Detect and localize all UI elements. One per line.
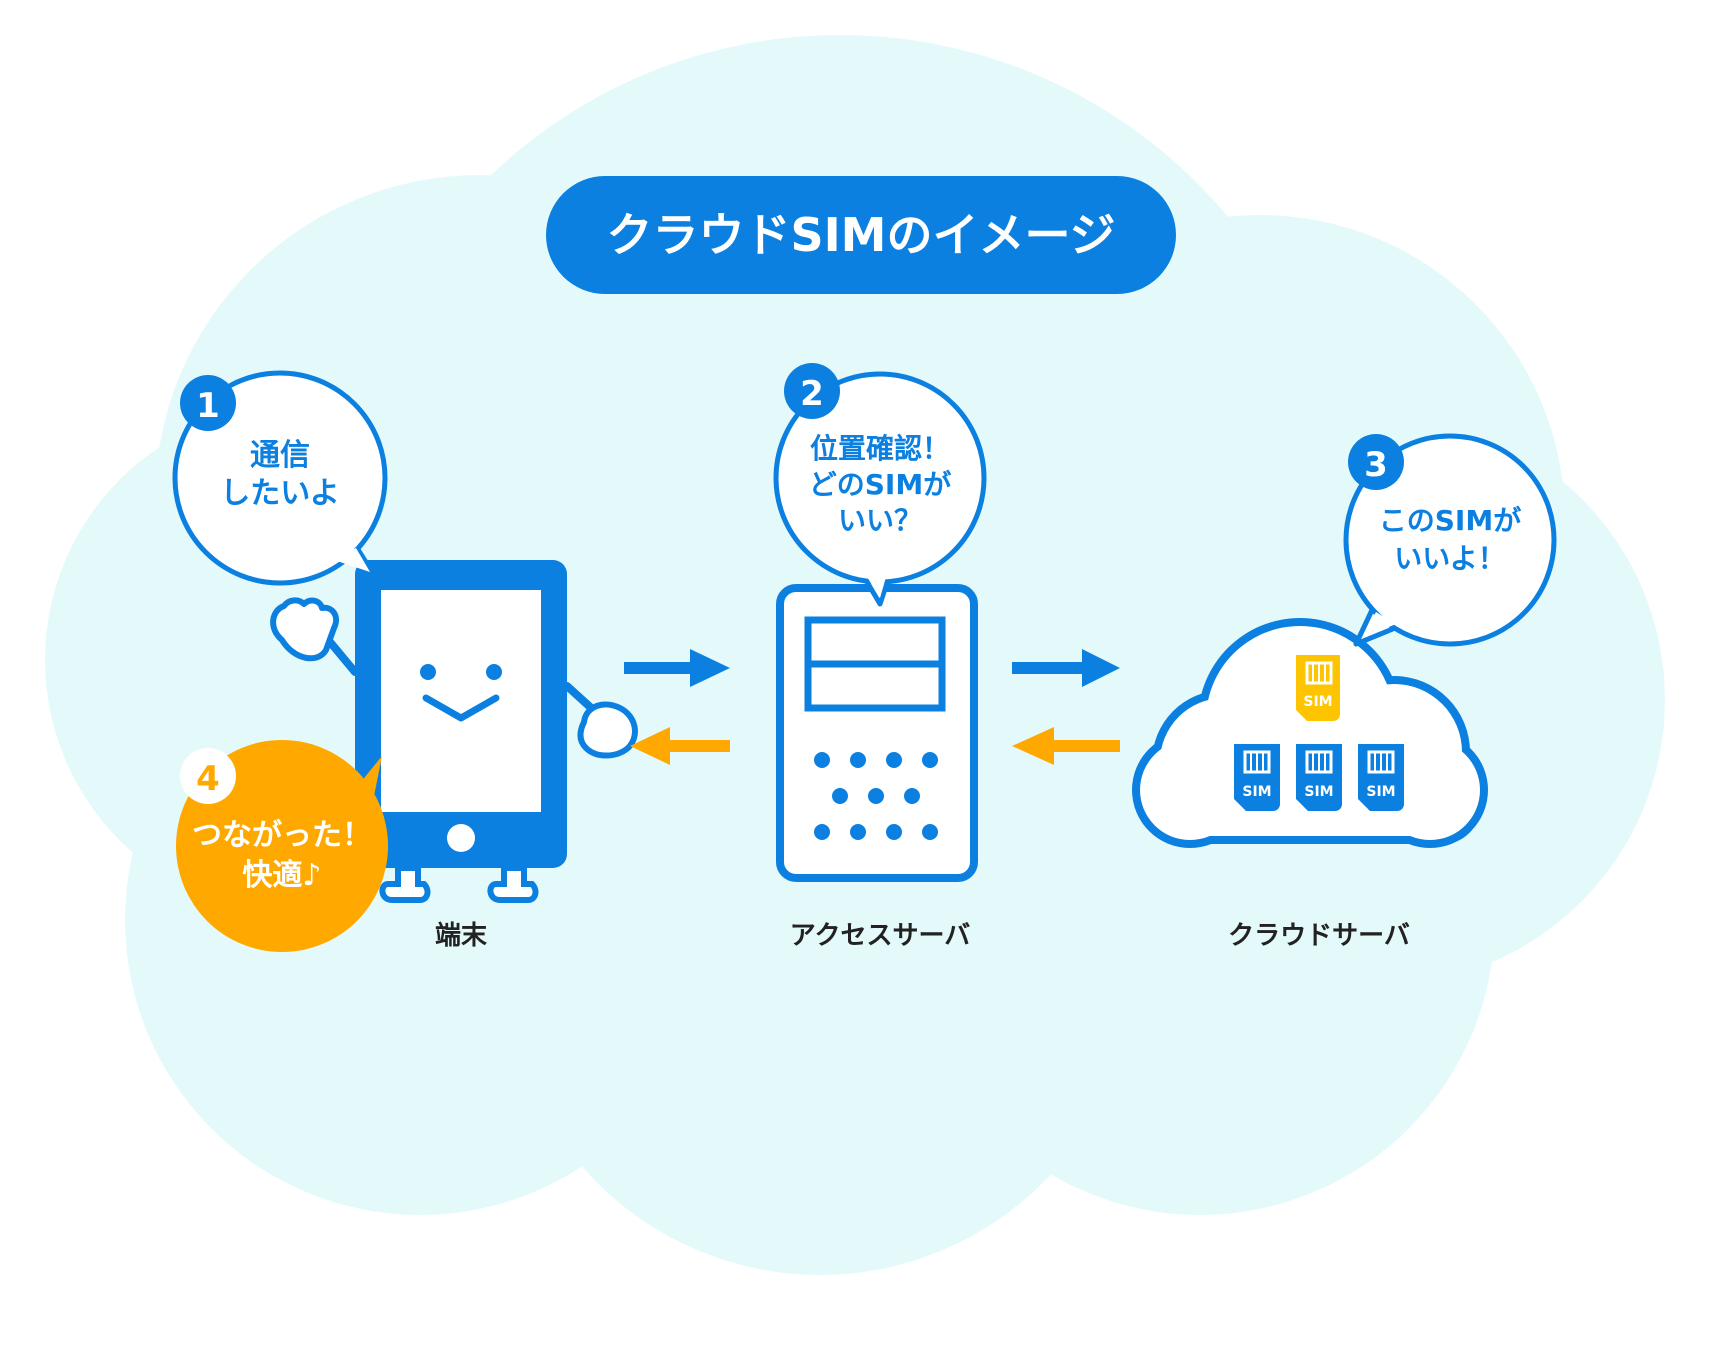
sim-card-icon: SIM bbox=[1358, 744, 1404, 811]
step-2-bubble: 2 位置確認！ どのSIMが いい？ bbox=[773, 363, 987, 607]
step-1-number: 1 bbox=[196, 386, 220, 426]
step-1-bubble: 1 通信 したいよ bbox=[172, 370, 388, 586]
cloud-server-label: クラウドサーバ bbox=[1228, 921, 1410, 951]
sim-label: SIM bbox=[1366, 784, 1395, 800]
step-4-bubble: 4 つながった！ 快適♪ bbox=[176, 740, 388, 952]
sim-card-icon: SIM bbox=[1296, 655, 1340, 721]
arrow-left-icon bbox=[630, 727, 730, 765]
arrow-right-icon bbox=[624, 649, 730, 687]
access-server-label: アクセスサーバ bbox=[790, 921, 970, 951]
step-1-line-2: したいよ bbox=[220, 476, 339, 511]
sim-label: SIM bbox=[1304, 784, 1333, 800]
step-2-number: 2 bbox=[800, 374, 824, 414]
access-server-icon bbox=[776, 584, 978, 882]
step-4-line-2: 快適♪ bbox=[242, 858, 321, 893]
sim-label: SIM bbox=[1303, 694, 1332, 710]
sim-card-icon: SIM bbox=[1296, 744, 1342, 811]
sim-card-icon: SIM bbox=[1234, 744, 1280, 811]
step-2-line-2: どのSIMが bbox=[809, 468, 951, 501]
device-label: 端末 bbox=[435, 921, 488, 951]
smartphone-character-icon bbox=[270, 560, 638, 903]
step-4-number: 4 bbox=[196, 759, 220, 799]
step-1-line-1: 通信 bbox=[250, 438, 310, 473]
arrow-left-icon bbox=[1012, 727, 1120, 765]
diagram-title: クラウドSIMのイメージ bbox=[606, 208, 1115, 262]
step-3-line-1: このSIMが bbox=[1379, 504, 1521, 537]
title-pill: クラウドSIMのイメージ bbox=[546, 176, 1176, 294]
step-2-line-3: いい？ bbox=[838, 504, 922, 537]
step-4-line-1: つながった！ bbox=[192, 818, 372, 853]
step-2-line-1: 位置確認！ bbox=[810, 432, 950, 465]
step-3-line-2: いいよ！ bbox=[1394, 542, 1505, 575]
step-3-bubble: 3 このSIMが いいよ！ bbox=[1343, 433, 1557, 647]
arrow-right-icon bbox=[1012, 649, 1120, 687]
step-3-number: 3 bbox=[1364, 445, 1388, 485]
sim-label: SIM bbox=[1242, 784, 1271, 800]
